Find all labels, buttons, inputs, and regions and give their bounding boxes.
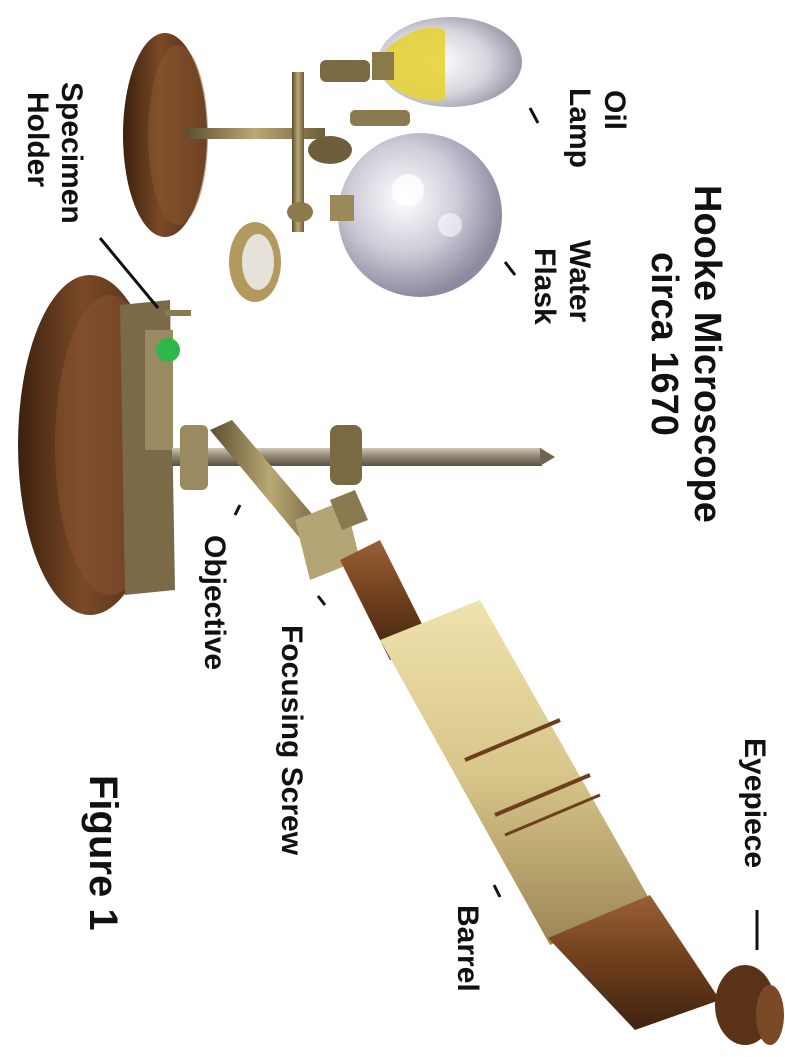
label-oil-lamp-2: Lamp (563, 88, 596, 168)
title-line-1: Hooke Microscope (686, 185, 728, 523)
label-specimen-holder-1: Specimen (55, 82, 88, 224)
label-water-flask-2: Flask (528, 248, 561, 325)
microscope-base (18, 275, 191, 615)
water-flask (330, 133, 502, 297)
label-specimen-holder-2: Holder (21, 92, 54, 187)
title-group: Hooke Microscope circa 1670 (643, 185, 728, 523)
title-line-2: circa 1670 (643, 252, 685, 436)
specimen-green (156, 338, 180, 362)
label-objective: Objective (198, 535, 231, 670)
barrel (340, 540, 784, 1045)
label-barrel: Barrel (451, 905, 484, 992)
label-focusing-screw: Focusing Screw (275, 625, 308, 856)
oil-lamp (372, 17, 522, 107)
label-oil-lamp-1: Oil (598, 90, 631, 130)
label-eyepiece: Eyepiece (738, 738, 771, 868)
label-water-flask-1: Water (563, 240, 596, 323)
figure-caption: Figure 1 (81, 775, 125, 931)
